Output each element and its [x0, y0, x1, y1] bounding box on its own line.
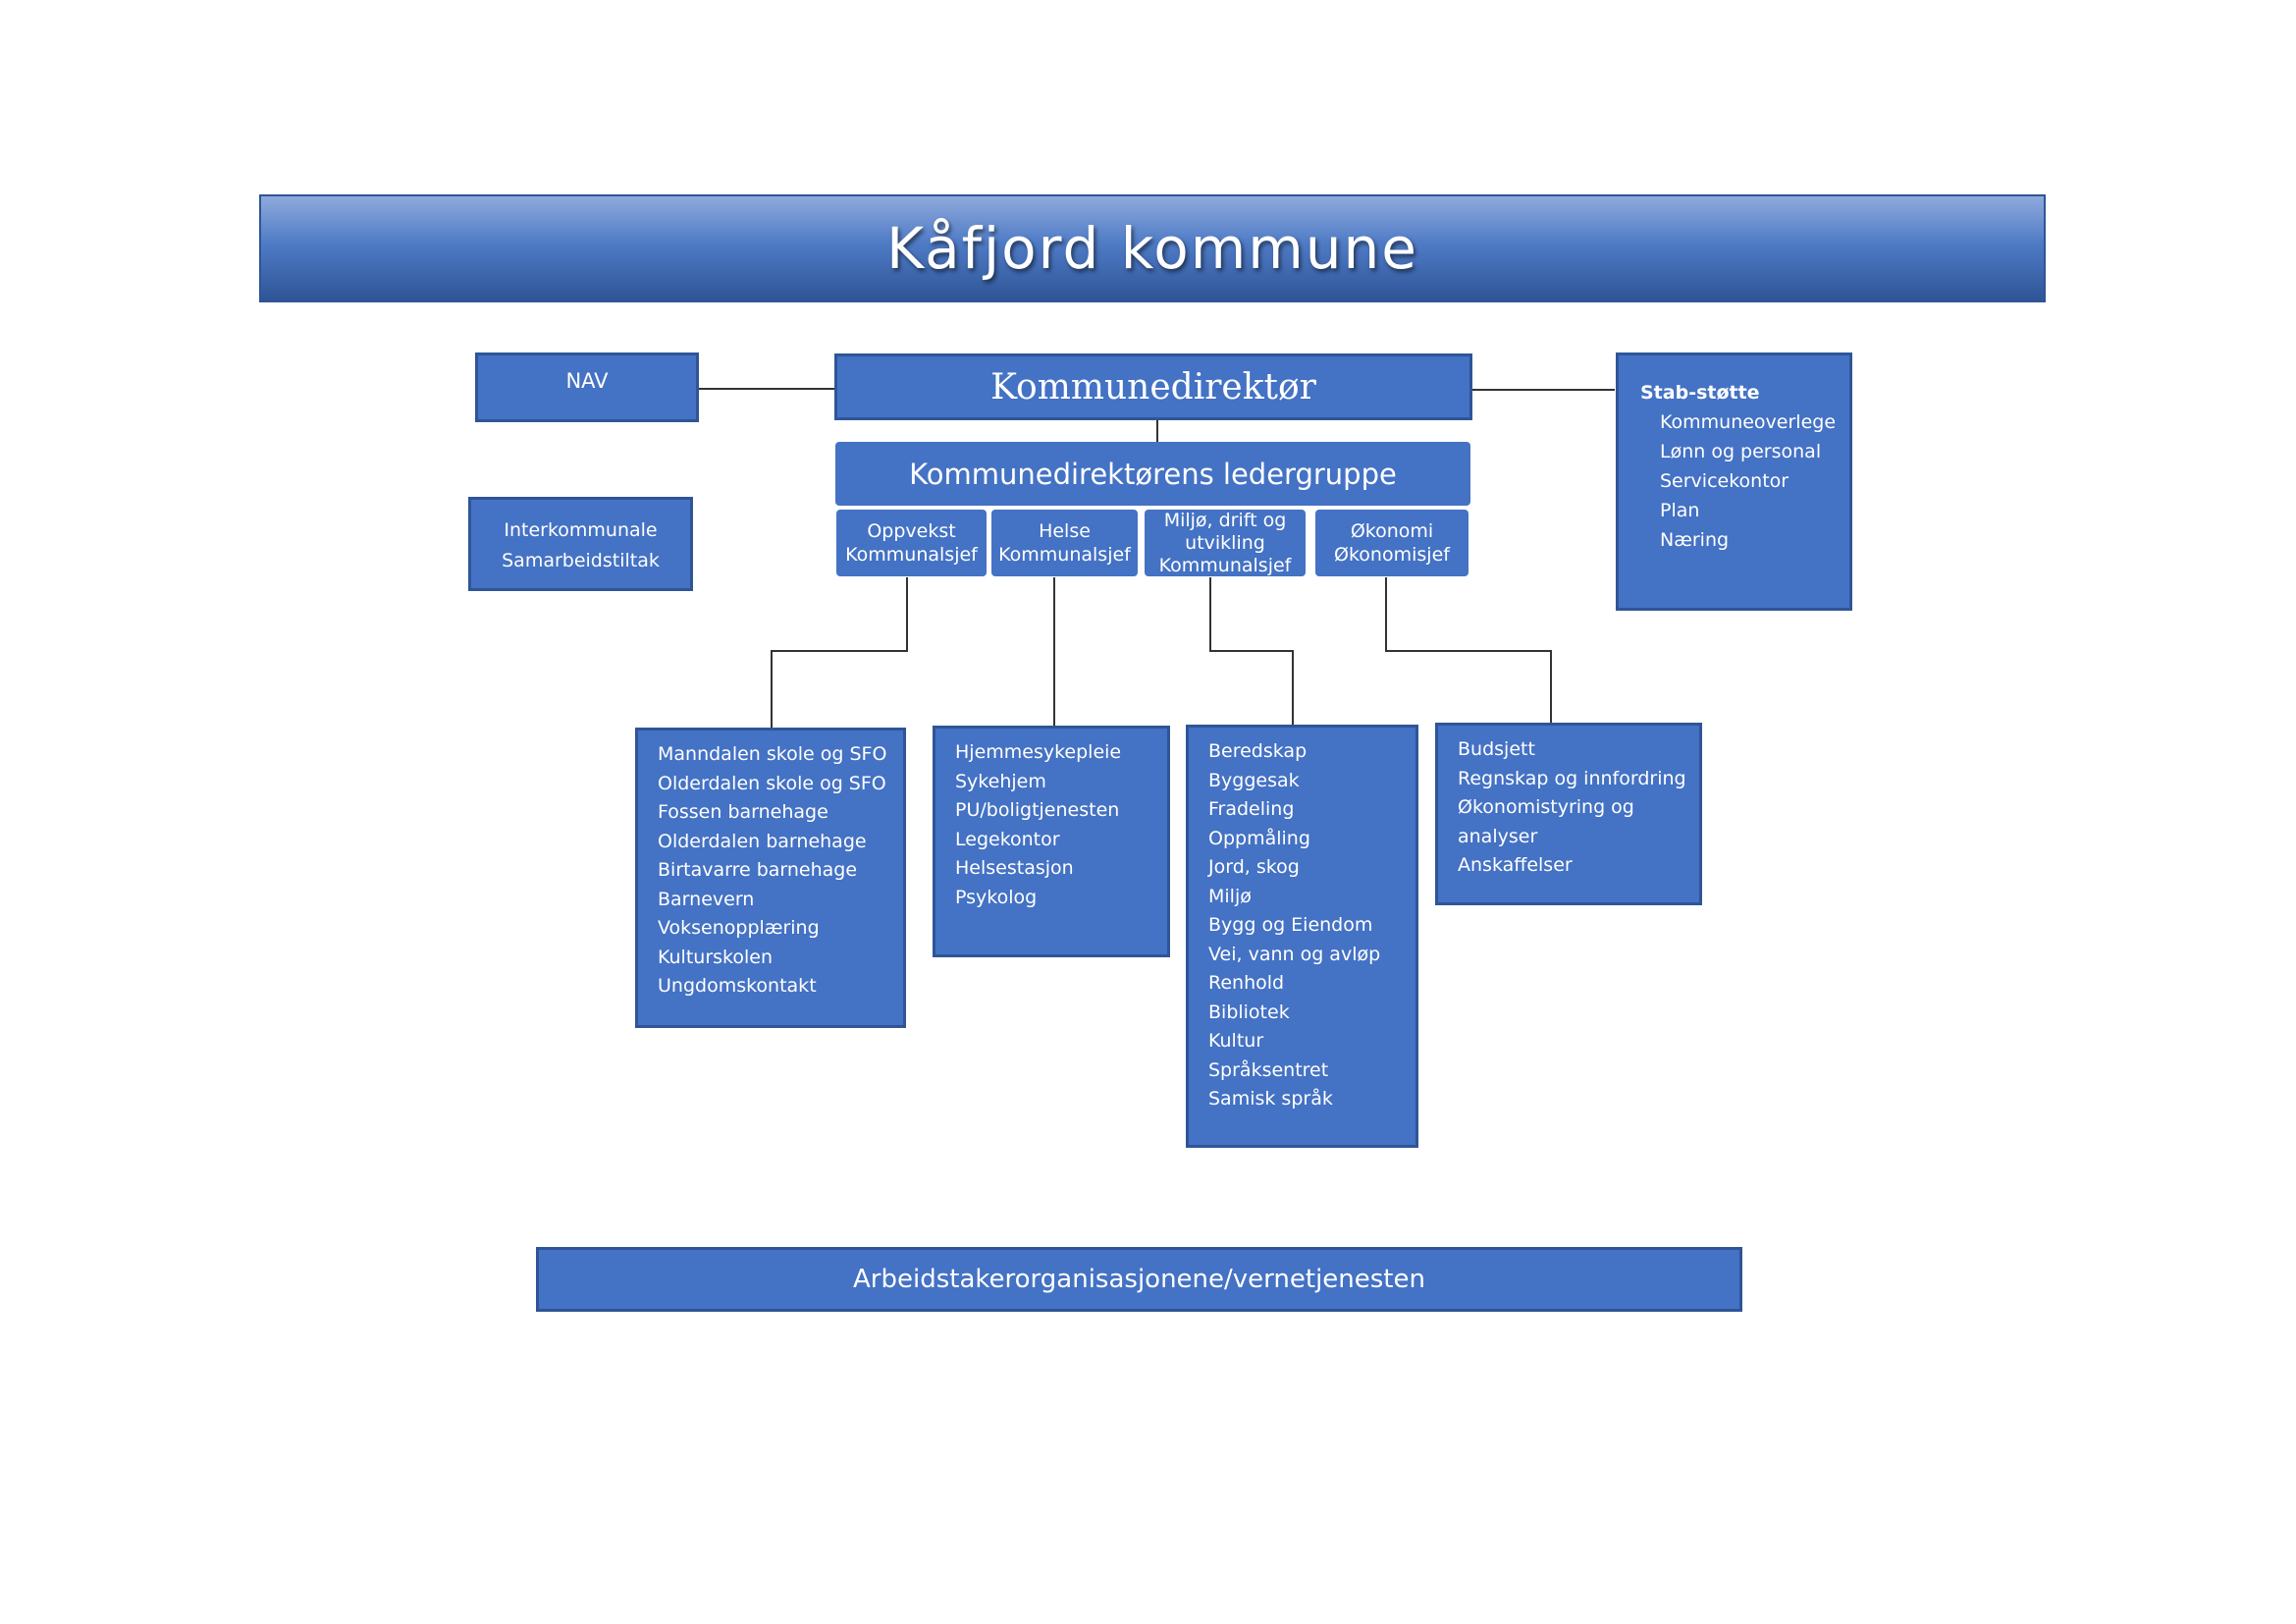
interkommunal-line-1: Interkommunale — [504, 519, 658, 541]
dept-helse: Hjemmesykepleie Sykehjem PU/boligtjenest… — [933, 726, 1170, 957]
unit-oppvekst: Oppvekst Kommunalsjef — [836, 510, 987, 576]
dept-item: Barnevern — [658, 888, 755, 910]
unit-miljo: Miljø, drift og utvikling Kommunalsjef — [1145, 510, 1306, 576]
dept-item: Olderdalen barnehage — [658, 830, 867, 852]
footer-label: Arbeidstakerorganisasjonene/vernetjenest… — [853, 1265, 1425, 1294]
unit-line: Kommunalsjef — [998, 544, 1131, 566]
dept-okonomi: Budsjett Regnskap og innfordring Økonomi… — [1435, 723, 1702, 905]
unit-line: Kommunalsjef — [1158, 554, 1292, 576]
dept-item: Fossen barnehage — [658, 801, 828, 823]
dept-item: Jord, skog — [1208, 856, 1300, 878]
nav-box: NAV — [475, 352, 699, 422]
interkommunal-line-2: Samarbeidstiltak — [502, 550, 660, 571]
connector-nav-director — [698, 388, 835, 390]
connector-oppvekst-down — [906, 577, 908, 651]
dept-item: Oppmåling — [1208, 827, 1310, 849]
dept-item: Hjemmesykepleie — [955, 741, 1122, 763]
title-banner: Kåfjord kommune — [259, 194, 2046, 302]
dept-item: analyser — [1458, 825, 1538, 847]
dept-item: Bygg og Eiendom — [1208, 914, 1373, 936]
dept-miljo: Beredskap Byggesak Fradeling Oppmåling J… — [1186, 725, 1418, 1148]
director-box: Kommunedirektør — [834, 353, 1472, 420]
connector-miljo-down — [1209, 577, 1211, 651]
page-title: Kåfjord kommune — [886, 215, 1418, 282]
dept-item: Byggesak — [1208, 769, 1300, 791]
unit-line: Helse — [1039, 520, 1091, 542]
stab-item: Kommuneoverlege — [1660, 411, 1837, 433]
unit-okonomi: Økonomi Økonomisjef — [1315, 510, 1468, 576]
unit-helse: Helse Kommunalsjef — [991, 510, 1138, 576]
dept-item: Manndalen skole og SFO — [658, 743, 887, 765]
connector-oppvekst-drop — [771, 650, 773, 729]
dept-item: PU/boligtjenesten — [955, 799, 1120, 821]
dept-item: Anskaffelser — [1458, 854, 1573, 876]
dept-item: Sykehjem — [955, 770, 1046, 792]
connector-okonomi-drop — [1550, 650, 1552, 725]
dept-item: Fradeling — [1208, 798, 1295, 820]
dept-item: Ungdomskontakt — [658, 975, 817, 997]
unit-line: Miljø, drift og — [1163, 509, 1287, 531]
dept-item: Olderdalen skole og SFO — [658, 772, 886, 794]
connector-director-stab — [1470, 389, 1615, 391]
dept-item: Psykolog — [955, 886, 1038, 908]
dept-item: Bibliotek — [1208, 1001, 1290, 1023]
connector-helse-down — [1053, 577, 1055, 727]
stab-item: Næring — [1660, 529, 1730, 551]
unit-line: Kommunalsjef — [845, 544, 978, 566]
connector-oppvekst-across — [771, 650, 908, 652]
dept-item: Regnskap og innfordring — [1458, 767, 1686, 789]
dept-item: Kulturskolen — [658, 946, 773, 968]
dept-item: Kultur — [1208, 1030, 1264, 1052]
unit-line: Økonomi — [1350, 520, 1434, 542]
dept-item: Beredskap — [1208, 740, 1308, 762]
stab-item: Plan — [1660, 500, 1700, 521]
connector-director-leadership — [1156, 420, 1158, 442]
dept-item: Legekontor — [955, 828, 1060, 850]
dept-item: Språksentret — [1208, 1058, 1329, 1081]
stab-item: Lønn og personal — [1660, 441, 1822, 462]
footer-box: Arbeidstakerorganisasjonene/vernetjenest… — [536, 1247, 1742, 1312]
dept-oppvekst: Manndalen skole og SFO Olderdalen skole … — [635, 728, 906, 1028]
stab-item: Servicekontor — [1660, 470, 1789, 492]
dept-item: Miljø — [1208, 885, 1252, 907]
stab-heading: Stab-støtte — [1640, 382, 1760, 404]
dept-item: Renhold — [1208, 972, 1285, 994]
director-label: Kommunedirektør — [990, 366, 1316, 407]
dept-item: Økonomistyring og — [1458, 796, 1634, 818]
dept-item: Vei, vann og avløp — [1208, 943, 1381, 965]
connector-miljo-drop — [1292, 650, 1294, 727]
unit-line: utvikling — [1185, 531, 1265, 554]
dept-item: Budsjett — [1458, 738, 1535, 760]
nav-label: NAV — [565, 369, 609, 393]
connector-okonomi-across — [1385, 650, 1552, 652]
connector-okonomi-down — [1385, 577, 1387, 651]
leadership-box: Kommunedirektørens ledergruppe — [835, 442, 1470, 506]
dept-item: Helsestasjon — [955, 857, 1074, 879]
interkommunal-box: Interkommunale Samarbeidstiltak — [468, 497, 693, 591]
dept-item: Samisk språk — [1208, 1088, 1333, 1110]
dept-item: Birtavarre barnehage — [658, 859, 858, 881]
unit-line: Økonomisjef — [1334, 544, 1450, 566]
connector-miljo-across — [1209, 650, 1294, 652]
unit-line: Oppvekst — [867, 520, 956, 542]
leadership-label: Kommunedirektørens ledergruppe — [909, 457, 1397, 491]
dept-item: Voksenopplæring — [658, 917, 820, 939]
stab-box: Stab-støtte Kommuneoverlege Lønn og pers… — [1616, 352, 1852, 611]
